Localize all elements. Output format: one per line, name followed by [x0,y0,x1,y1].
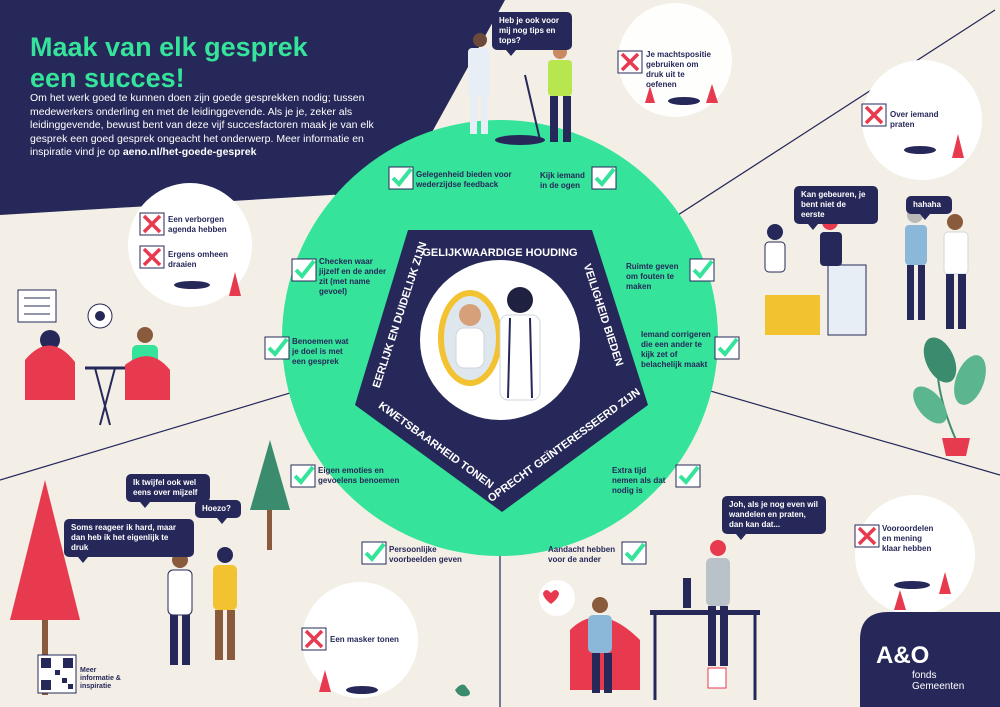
cross-boxes [139,50,887,651]
white-disc-bottom [302,582,418,698]
pitfall-label-agenda: Een verborgen agenda hebben [168,215,227,234]
check-label-emoties: Eigen emoties en gevoelens benoemen [318,466,400,485]
intro-body: Om het werk goed te kunnen doen zijn goe… [30,92,374,158]
pitfall-label-masker: Een masker tonen [330,635,399,644]
leaf-icon [455,684,470,697]
logo-sub: fonds Gemeenten [912,670,965,692]
intro-text: Om het werk goed te kunnen doen zijn goe… [30,92,400,160]
qr-code-icon [37,654,77,694]
left-office-scene [17,289,170,426]
right-office-scene [764,207,969,336]
check-boxes [264,166,740,565]
speech-bubble-tips: Heb je ook voor mij nog tips en tops? [492,12,572,56]
white-disc-right [862,60,982,180]
sad-person [570,597,640,693]
speech-bubble-twijfel: Ik twijfel ook wel eens over mijzelf [126,474,210,508]
page-title: Maak van elk gesprek een succes! [30,32,308,93]
cones-bottom [319,670,378,694]
speech-bubble-wandelen: Joh, als je nog even wil wandelen en pra… [722,496,826,540]
center-caption: Houding & gedrag [465,421,534,430]
intro-link[interactable]: aeno.nl/het-goede-gesprek [122,146,257,158]
pitfall-label-praten: Over iemand praten [890,110,939,129]
speech-bubble-hahaha: hahaha [906,196,952,220]
brand-logo[interactable]: A&O fonds Gemeenten [866,640,986,700]
pitfall-label-omheen: Ergens omheen draaien [168,250,229,269]
speech-bubble-hoezo: Hoezo? [195,500,241,524]
check-label-persoonlijk: Persoonlijke voorbeelden geven [389,545,462,564]
walking-people [167,547,237,665]
logo-panel [860,612,1000,707]
cones-top-right-2 [645,84,718,105]
check-label-corrigeren: Iemand corrigeren die een ander te kijk … [641,330,711,369]
check-label-aandacht: Aandacht hebben voor de ander [548,545,616,564]
check-label-ogen: Kijk iemand in de ogen [540,171,585,190]
pitfall-label-vooroordelen: Vooroordelen en mening klaar hebben [882,524,934,553]
check-label-checken: Checken waar jijzelf en de ander zit (me… [319,257,387,296]
qr-caption: Meer informatie & inspiratie [80,667,121,690]
check-label-feedback: Gelegenheid bieden voor wederzijdse feed… [416,170,512,189]
desk-scene [650,540,760,700]
check-label-benoemen: Benoemen wat je doel is met een gesprek [292,337,349,366]
mirror-illustration [438,287,541,401]
speech-bubble-reageer: Soms reageer ik hard, maar dan heb ik he… [64,519,194,563]
cones-bottom-right [894,572,951,610]
broken-heart-icon [543,590,559,604]
speech-bubble-eerste: Kan gebeuren, je bent niet de eerste [794,186,878,230]
top-people [468,33,572,145]
check-label-fouten: Ruimte geven om fouten te maken [626,262,679,291]
cones-right [904,134,964,158]
cones-left [174,272,241,296]
logo-main: A&O [876,642,930,669]
plant-right [913,337,986,456]
check-label-tijd: Extra tijd nemen als dat nodig is [612,466,666,495]
white-disc-bottom-right [855,495,975,615]
side-label-top: GELIJKWAARDIGE HOUDING [422,247,577,259]
pitfall-label-macht: Je machtspositie gebruiken om druk uit t… [646,50,711,89]
